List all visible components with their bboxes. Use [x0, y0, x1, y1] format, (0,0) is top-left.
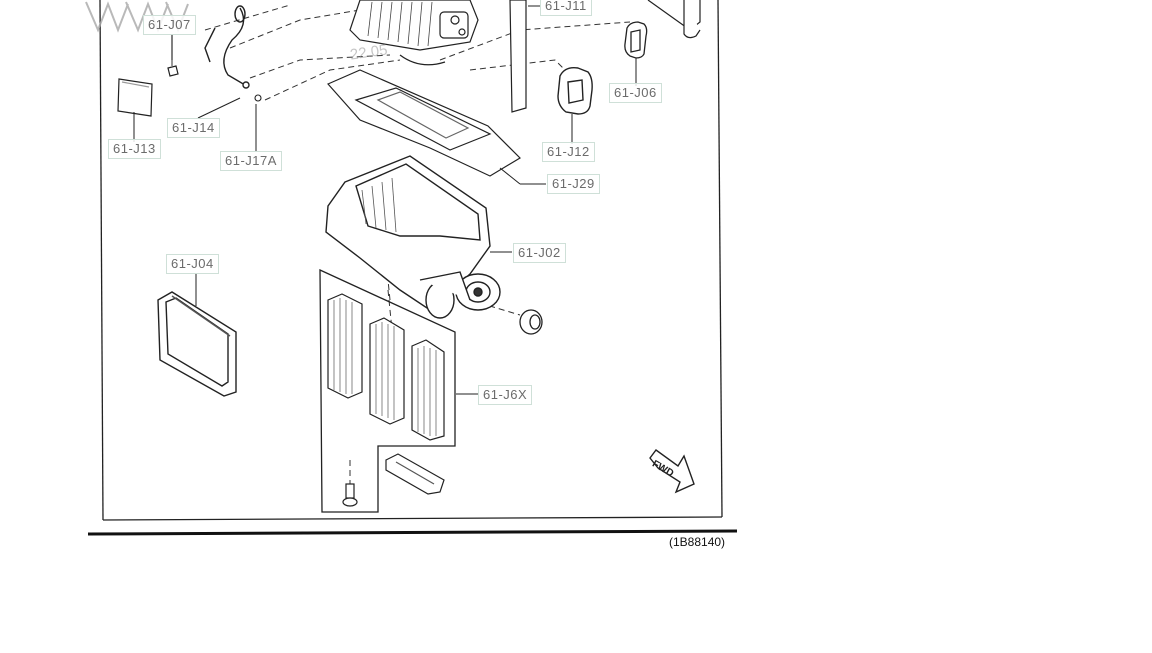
part-label-61-j17a: 61-J17A	[220, 151, 282, 171]
part-label-61-j11: 61-J11	[540, 0, 592, 16]
frame-filter	[157, 291, 237, 397]
thermo-sensor-wire	[204, 5, 250, 89]
filter-cartridges	[327, 293, 445, 441]
screw	[342, 483, 358, 507]
part-label-61-j04: 61-J04	[166, 254, 219, 274]
o-ring	[254, 94, 262, 102]
filter-set-frame	[319, 268, 456, 513]
mounting-bracket	[509, 0, 527, 113]
duct-piece-top-right	[647, 0, 701, 39]
small-filter-pad	[117, 78, 153, 117]
small-seal-j06	[624, 21, 648, 59]
blower-housing	[325, 155, 501, 319]
evaporator-core	[349, 0, 479, 66]
part-label-61-j12: 61-J12	[542, 142, 595, 162]
bottom-rule	[87, 529, 738, 536]
part-label-61-j02: 61-J02	[513, 243, 566, 263]
fwd-arrow-icon: FWD	[649, 449, 695, 494]
reference-code: (1B88140)	[669, 535, 726, 549]
part-label-61-j29: 61-J29	[547, 174, 600, 194]
blower-motor-cap	[519, 309, 543, 335]
seal-j12	[557, 66, 593, 115]
part-label-61-j14: 61-J14	[167, 118, 220, 138]
part-label-61-j13: 61-J13	[108, 139, 161, 159]
leader-lines	[133, 5, 637, 395]
sensor-clip	[167, 34, 179, 77]
diagram-frame	[99, 0, 723, 521]
part-label-61-j6x: 61-J6X	[478, 385, 533, 405]
retaining-clip	[385, 453, 445, 495]
part-label-61-j06: 61-J06	[609, 83, 662, 103]
gasket-sheet	[327, 69, 521, 177]
part-label-61-j07: 61-J07	[143, 15, 196, 35]
